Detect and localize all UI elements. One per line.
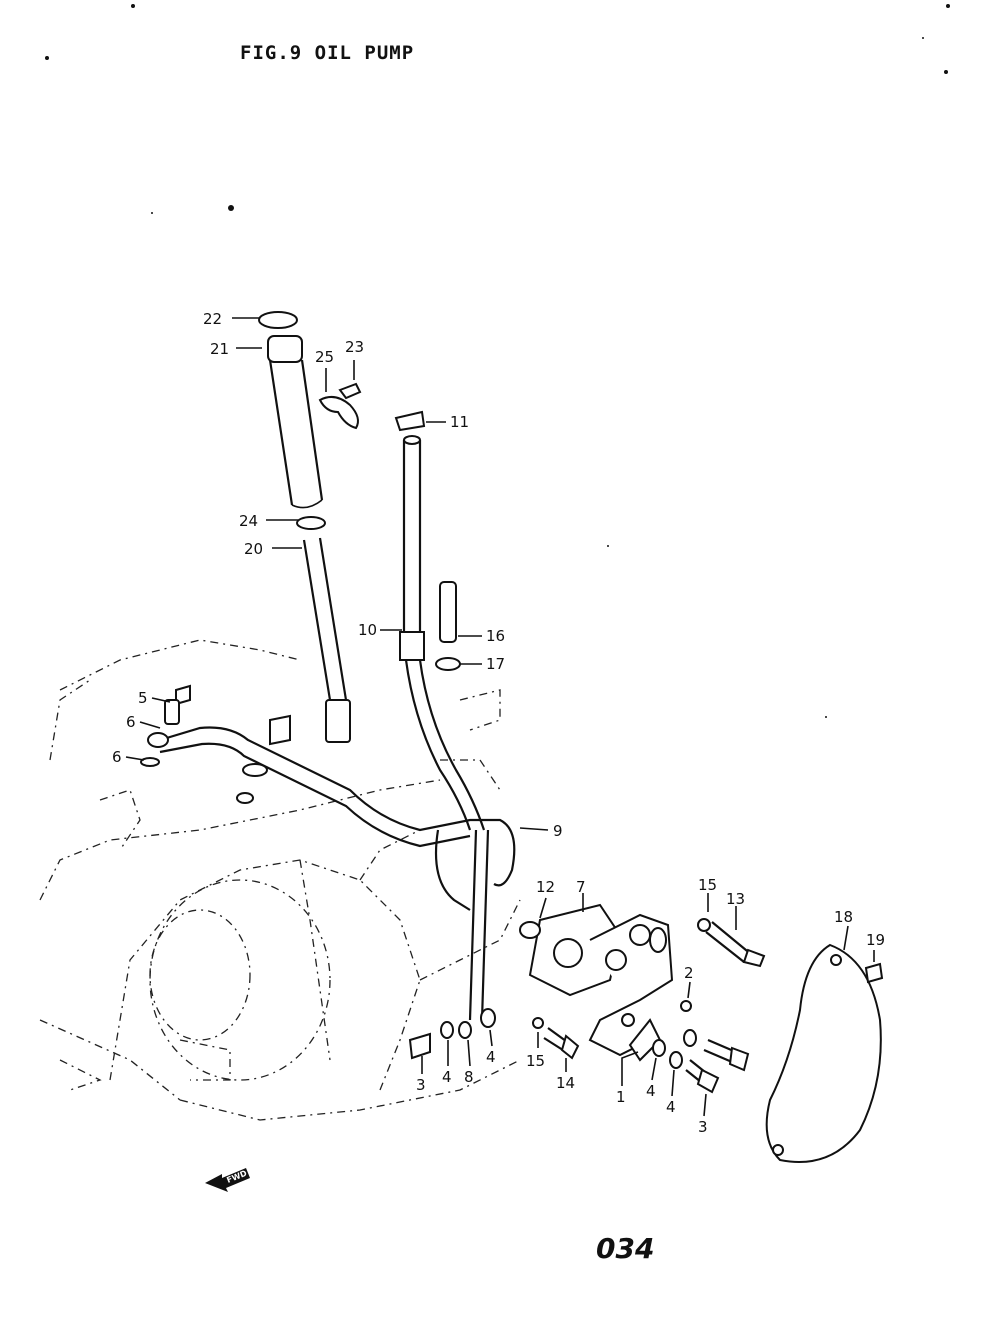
callout-24: 24: [239, 512, 258, 530]
oil-pipe: [140, 684, 516, 1021]
callout-8: 8: [464, 1068, 474, 1086]
callout-6a: 6: [126, 713, 136, 731]
callout-3b: 3: [698, 1118, 708, 1136]
clamp-bracket: [318, 382, 362, 430]
leader-lines: [125, 317, 875, 1117]
oil-pump-cover: [765, 943, 884, 1163]
bolt-16: [435, 581, 461, 671]
callout-4d: 4: [666, 1098, 676, 1116]
page-number: 034: [596, 1232, 655, 1265]
callout-10: 10: [358, 621, 377, 639]
scan-specks: [45, 4, 950, 718]
engine-block-outline: [39, 639, 521, 1121]
callout-13: 13: [726, 890, 745, 908]
callout-12: 12: [536, 878, 555, 896]
callout-25: 25: [315, 348, 334, 366]
callout-6b: 6: [112, 748, 122, 766]
callout-19: 19: [866, 931, 885, 949]
callout-11: 11: [450, 413, 469, 431]
oil-level-gauge: [394, 410, 486, 831]
callout-21: 21: [210, 340, 229, 358]
callout-4a: 4: [442, 1068, 452, 1086]
callout-23: 23: [345, 338, 364, 356]
callout-5: 5: [138, 689, 148, 707]
callout-9: 9: [553, 822, 563, 840]
callout-16: 16: [486, 627, 505, 645]
callout-4c: 4: [646, 1082, 656, 1100]
callout-1: 1: [616, 1088, 626, 1106]
figure-title: FIG.9 OIL PUMP: [240, 42, 415, 64]
bolts-and-washers: [408, 918, 766, 1094]
callout-17: 17: [486, 655, 505, 673]
callout-20: 20: [244, 540, 263, 558]
callout-15a: 15: [698, 876, 717, 894]
oil-filler-pipe: [258, 311, 351, 743]
callout-2: 2: [684, 964, 694, 982]
callout-numbers: 22 21 25 23 11 24 20 10 16 17 5 6 6 9 12…: [112, 310, 885, 1136]
callout-4b: 4: [486, 1048, 496, 1066]
callout-3a: 3: [416, 1076, 426, 1094]
callout-15b: 15: [526, 1052, 545, 1070]
callout-14: 14: [556, 1074, 575, 1092]
callout-22: 22: [203, 310, 222, 328]
forward-arrow: FWD: [205, 1168, 250, 1192]
callout-7: 7: [576, 878, 586, 896]
callout-18: 18: [834, 908, 853, 926]
oil-pump-assembly: [519, 903, 674, 1062]
